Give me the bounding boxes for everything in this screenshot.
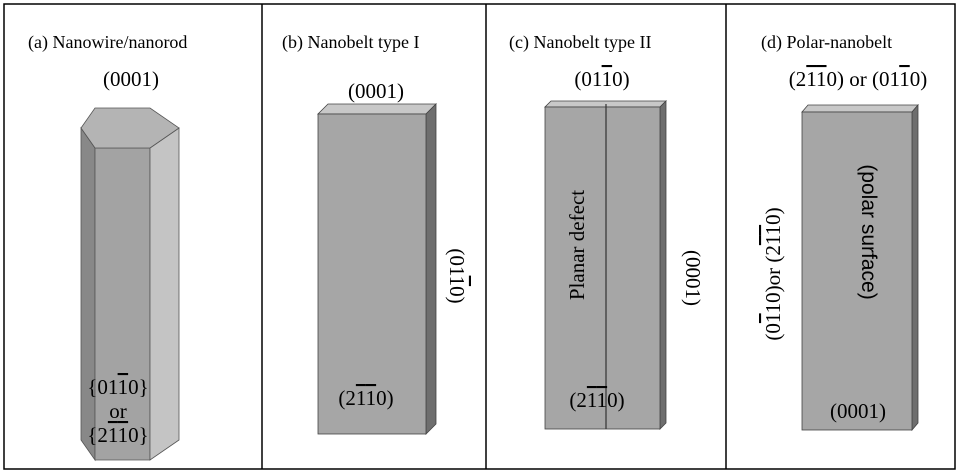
panel-a: (a) Nanowire/nanorod (0001) {0110} or {2… [28,32,187,462]
overbar-digit: 1 [761,313,785,323]
belt-d-side [911,103,919,432]
panel-d-top-label: (2110) or (0110) [789,67,927,91]
label-segment: (0 [761,323,785,341]
label-segment: (01 [574,67,601,91]
label-segment: or [109,399,127,423]
panel-c-top-label: (0110) [574,67,629,91]
panel-b-side-label: (0110) [445,248,469,303]
label-segment: (2 [569,388,587,412]
panel-frame [3,3,956,470]
panel-a-side-line-3: {2110} [87,423,148,447]
belt-d-top [801,104,919,113]
nanobelt-type-i [317,103,437,435]
label-segment: 0} [128,375,149,399]
label-segment: (2 [789,67,807,91]
belt-b-front [317,113,427,435]
panel-b-title: (b) Nanobelt type I [282,32,419,53]
overbar-digit: 1 [602,67,613,91]
belt-d-front [801,111,913,431]
panel-b: (b) Nanobelt type I (0001) (0110) (2110) [282,32,469,435]
panel-b-top-label: (0001) [348,79,404,103]
label-segment: 0) [607,388,625,412]
belt-b-side [425,103,437,435]
panel-d-title: (d) Polar-nanobelt [761,32,892,53]
belt-c-front [544,106,661,430]
overbar-digit: 1 [761,225,785,236]
overbar-digit: 1 [761,235,785,245]
polar-nanobelt [801,103,919,432]
panel-a-side-line-1: {0110} [87,375,148,399]
belt-b-top [317,103,437,115]
panel-b-front-label: (2110) [338,386,393,410]
nanobelt-type-ii [544,100,667,430]
label-segment: {2 [87,423,108,447]
label-segment: (0001) [348,79,404,103]
panel-c-title: (c) Nanobelt type II [509,32,651,53]
label-segment: (0001) [681,250,705,306]
panel-c-front-label: (2110) [569,388,624,412]
panel-d-surface-label: (polar surface) [857,164,880,299]
label-segment: 0) [445,286,469,304]
hex-face-right [149,127,180,461]
outer-border [3,3,956,470]
overbar-digit: 1 [356,386,366,410]
overbar-digit: 1 [118,423,129,447]
belt-c-side [659,100,667,430]
overbar-digit: 1 [108,423,118,447]
label-segment: (2 [338,386,356,410]
label-segment: 0) [910,67,928,91]
overbar-digit: 1 [445,276,469,287]
panel-d: (d) Polar-nanobelt (2110) or (0110) (011… [761,32,927,432]
overbar-digit: 1 [587,388,597,412]
overbar-digit: 1 [366,386,377,410]
label-segment: 0) [761,207,785,225]
overbar-digit: 1 [806,67,816,91]
hexagonal-nanorod [80,107,180,462]
label-segment: (0001) [830,399,886,423]
label-segment: (01 [445,248,469,275]
label-segment: 0) [612,67,630,91]
overbar-digit: 1 [816,67,827,91]
label-segment: 0} [128,423,149,447]
panel-a-top-label: (0001) [103,67,159,91]
panel-c-defect-label: Planar defect [565,190,589,300]
label-segment: 0) or (01 [827,67,900,91]
label-segment: 0) [376,386,394,410]
label-segment: {01 [87,375,118,399]
overbar-digit: 1 [899,67,910,91]
panel-a-title: (a) Nanowire/nanorod [28,32,187,53]
overbar-digit: 1 [118,375,129,399]
label-segment: 10)or (2 [761,245,785,313]
panel-c: (c) Nanobelt type II (0110) Planar defec… [509,32,705,430]
panel-d-bottom-label: (0001) [830,399,886,423]
hex-face-left [80,126,96,462]
overbar-digit: 1 [597,388,608,412]
panel-d-left-label: (0110)or (2110) [761,207,785,340]
hex-face-top [80,107,180,149]
panel-a-side-line-2: or [109,399,127,423]
panel-c-side-label: (0001) [681,250,705,306]
